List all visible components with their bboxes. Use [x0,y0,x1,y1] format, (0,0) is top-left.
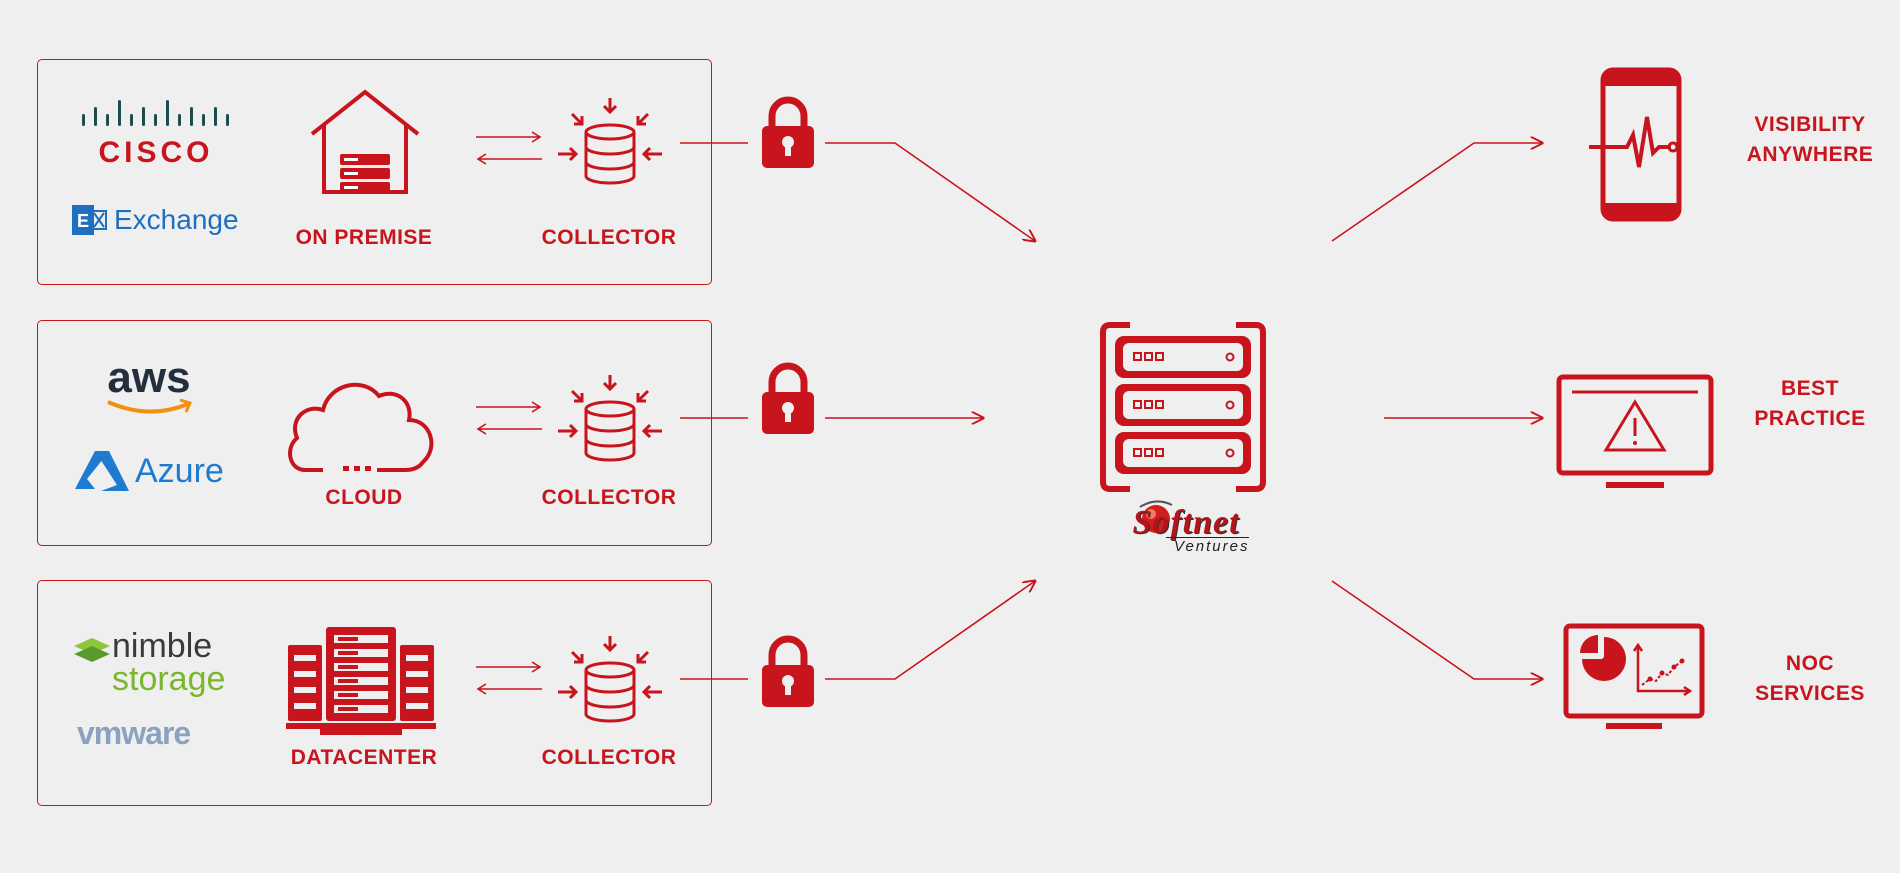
cisco-logo: CISCO [82,100,229,168]
svg-text:CISCO: CISCO [98,136,213,168]
monitor-warning-icon [1556,374,1714,488]
cloud-icon [288,382,434,472]
collector-database-icon-3 [558,636,662,723]
collector-database-icon-1 [558,98,662,185]
output-label-line1: VISIBILITY [1754,113,1866,136]
softnet-globe-icon [1139,500,1173,533]
datacenter-label: DATACENTER [290,746,438,769]
server-rack-icon [1100,322,1266,492]
output-label-line2: ANYWHERE [1746,143,1874,166]
lock-icon-2 [762,362,814,434]
datacenter-icon [286,627,436,735]
collector-label-1: COLLECTOR [541,226,677,249]
on-premise-label: ON PREMISE [295,226,433,249]
lock-icon-3 [762,635,814,707]
source-panel-datacenter [37,580,712,806]
softnet-ventures-logo: Softnet Ventures [1096,495,1276,557]
bidirectional-arrows-3 [476,661,542,695]
output-label-line2: SERVICES [1755,682,1865,705]
collector-label-3: COLLECTOR [541,746,677,769]
phone-heartbeat-icon [1589,67,1682,222]
nimble-leaf-icon [74,638,110,662]
output-label-noc-services: NOC SERVICES [1755,649,1865,709]
line-center-output-1 [1331,143,1542,242]
azure-logo: Azure [73,449,224,493]
exchange-icon: E [72,205,107,235]
lock-icon-1 [762,96,814,168]
line-center-output-3 [1331,580,1542,679]
aws-logo: aws [104,356,194,421]
source-panel-on-premise [37,59,712,285]
line-lock-center-3 [825,581,1035,680]
output-label-line2: PRACTICE [1754,407,1866,430]
collector-label-2: COLLECTOR [541,486,677,509]
line-lock-center-1 [825,142,1035,241]
aws-smile-icon [107,398,193,414]
softnet-subbrand-text: Ventures [1166,537,1250,555]
house-server-icon [310,89,420,194]
output-label-line1: NOC [1785,652,1835,675]
bidirectional-arrows-2 [476,401,542,435]
softnet-brand-text: Softnet [1132,504,1240,541]
output-label-best-practice: BEST PRACTICE [1754,374,1865,434]
cloud-label: CLOUD [325,486,403,509]
collector-database-icon-2 [558,375,662,462]
monitor-chart-icon [1563,623,1705,729]
output-label-line1: BEST [1780,377,1839,400]
source-panel-cloud [37,320,712,546]
bidirectional-arrows-1 [476,131,542,165]
exchange-logo: E Exchange [72,203,239,237]
azure-icon [75,451,129,491]
vmware-logo: vmware [77,715,191,751]
output-label-visibility: VISIBILITY ANYWHERE [1747,110,1874,170]
svg-text:E: E [77,211,89,231]
